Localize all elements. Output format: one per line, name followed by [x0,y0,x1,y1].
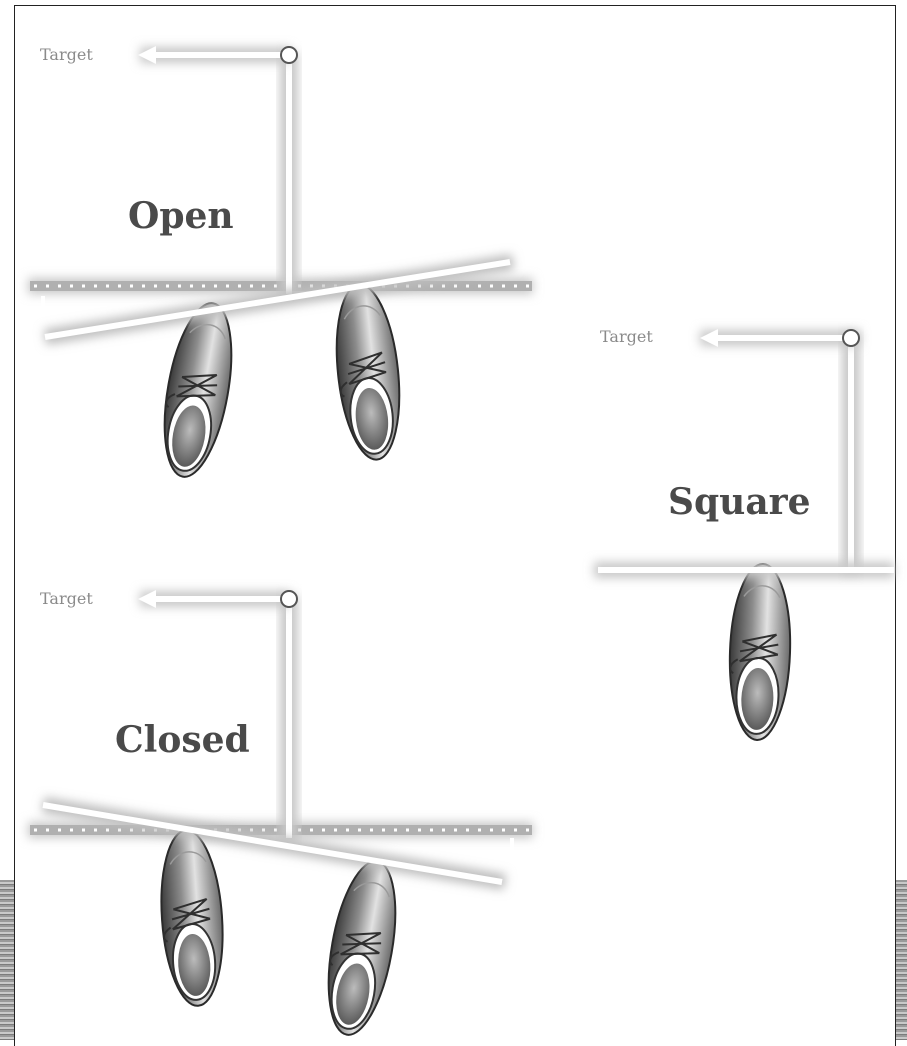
square-stance-label: Square [668,481,811,523]
closed-target-label: Target [40,589,93,608]
open-target-label: Target [40,45,93,64]
open-foot-line [45,262,510,337]
closed-right-shoe [317,856,407,1040]
square-shoe [727,563,793,741]
closed-stance-panel: Target Closed [28,589,533,1040]
open-stance-label: Open [128,195,234,237]
closed-stance-label: Closed [115,719,250,761]
closed-left-shoe [156,828,228,1008]
open-pivot-icon [281,47,297,63]
open-right-shoe [329,281,407,462]
open-left-shoe [153,298,243,482]
square-pivot-icon [843,330,859,346]
square-stance-panel: Target Square [594,327,894,741]
square-target-label: Target [600,327,653,346]
closed-foot-line [43,805,502,882]
closed-pivot-icon [281,591,297,607]
open-rotation-arrow-icon [36,296,50,330]
closed-rotation-arrow-icon [505,838,519,872]
open-stance-panel: Target Open [28,45,533,482]
